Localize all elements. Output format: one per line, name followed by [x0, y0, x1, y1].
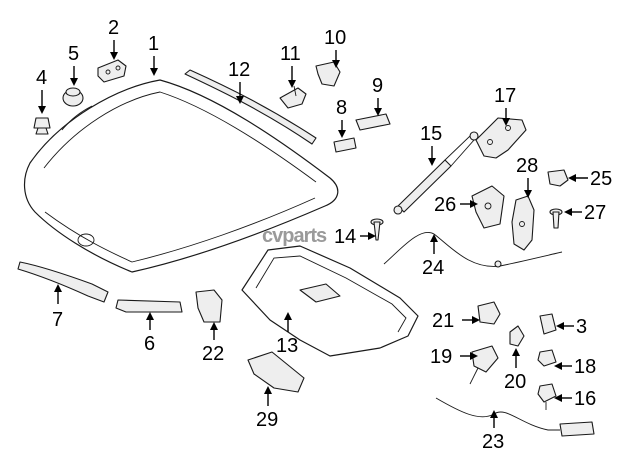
release-cable-24 — [383, 232, 563, 268]
callout-23: 23 — [482, 431, 504, 453]
latch-release — [469, 345, 499, 385]
clip-bracket-11 — [279, 85, 307, 109]
callout-19: 19 — [430, 346, 452, 368]
callout-26: 26 — [434, 194, 456, 216]
latch-bracket — [511, 195, 535, 251]
callout-18: 18 — [574, 356, 596, 378]
callout-28: 28 — [516, 155, 538, 177]
push-clip — [370, 218, 384, 241]
bracket-22 — [195, 289, 223, 323]
hood-hinge — [475, 117, 527, 159]
latch — [471, 185, 505, 229]
callout-arrows — [38, 40, 588, 428]
callout-7: 7 — [52, 309, 63, 331]
release-cable-23 — [435, 397, 595, 437]
nut-18 — [537, 349, 557, 367]
clip-21 — [477, 301, 501, 325]
front-seal-strip — [17, 261, 109, 303]
callout-labels: 1 2 4 5 7 6 12 11 10 8 9 15 17 25 26 28 … — [36, 17, 612, 453]
callout-20: 20 — [504, 371, 526, 393]
clip-25 — [547, 169, 569, 187]
callout-25: 25 — [590, 168, 612, 190]
pad-8 — [333, 137, 357, 153]
hood-panel — [24, 79, 339, 273]
callout-14: 14 — [334, 226, 356, 248]
callout-3: 3 — [576, 316, 587, 338]
callout-22: 22 — [202, 343, 224, 365]
callout-8: 8 — [336, 97, 347, 119]
clip-20 — [509, 325, 525, 347]
rubber-buffer — [62, 87, 84, 107]
callout-6: 6 — [144, 333, 155, 355]
callout-1: 1 — [148, 33, 159, 55]
callout-15: 15 — [420, 123, 442, 145]
bolt-16 — [537, 383, 557, 410]
callout-5: 5 — [68, 43, 79, 65]
weatherstrip — [184, 69, 317, 145]
trim-guide — [247, 351, 305, 393]
hood-bracket — [97, 59, 127, 83]
callout-9: 9 — [372, 75, 383, 97]
callout-21: 21 — [432, 310, 454, 332]
hood-bumper — [33, 117, 51, 135]
callout-12: 12 — [228, 59, 250, 81]
callout-10: 10 — [324, 27, 346, 49]
side-seal — [115, 299, 183, 313]
callout-27: 27 — [584, 202, 606, 224]
bolt-27 — [549, 208, 563, 229]
callout-29: 29 — [256, 409, 278, 431]
watermark-text: cvparts — [262, 225, 327, 247]
callout-13: 13 — [276, 335, 298, 357]
gas-strut — [393, 131, 479, 215]
insulation-pad — [241, 245, 419, 357]
callout-16: 16 — [574, 388, 596, 410]
callout-11: 11 — [280, 43, 301, 65]
clip-3 — [539, 313, 557, 335]
pad-9 — [355, 113, 391, 131]
callout-4: 4 — [36, 67, 47, 89]
callout-17: 17 — [494, 85, 516, 107]
callout-24: 24 — [422, 257, 444, 279]
callout-2: 2 — [108, 17, 119, 39]
